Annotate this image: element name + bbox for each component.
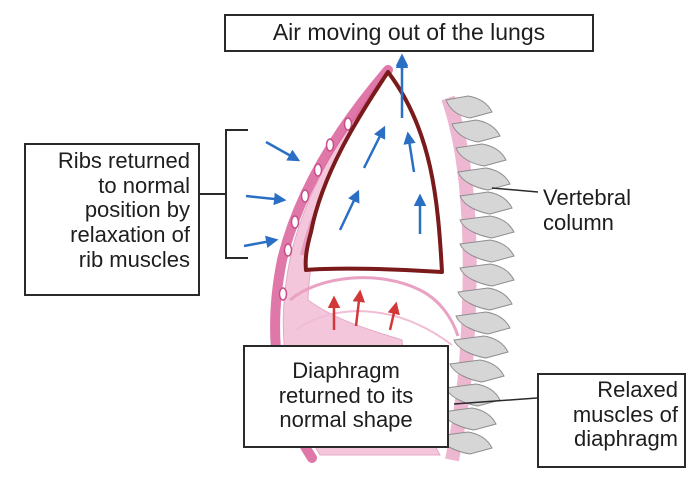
relaxed-label-line-1: Relaxed xyxy=(597,377,678,402)
rib-inward-arrows xyxy=(243,140,301,248)
diaphragm-label-line-3: normal shape xyxy=(279,407,413,433)
ribs-bracket xyxy=(200,129,248,259)
air-flow-arrows xyxy=(338,55,427,234)
diaphragm-label: Diaphragm returned to its normal shape xyxy=(243,345,449,448)
lung-outline xyxy=(303,70,444,274)
diaphragm-arrows xyxy=(327,289,400,331)
relaxed-label-line-3: diaphragm xyxy=(574,426,678,452)
diaphragm xyxy=(289,276,460,337)
ribs-label-line-2: to normal xyxy=(98,172,190,198)
diaphragm-label-line-2: returned to its xyxy=(278,382,414,408)
diaphragm-lower xyxy=(295,310,453,346)
ribs-label: Ribs returned to normal position by rela… xyxy=(24,143,200,296)
title-label: Air moving out of the lungs xyxy=(224,14,594,52)
ribs-label-line-1: Ribs returned xyxy=(57,148,190,173)
ribs-label-line-3: position by xyxy=(84,197,190,223)
relaxed-label-line-2: muscles of xyxy=(572,401,678,427)
relaxed-muscles-label: Relaxed muscles of diaphragm xyxy=(537,373,686,468)
ribs-label-line-5: rib muscles xyxy=(78,246,190,272)
vertebral-column xyxy=(437,95,515,462)
vertebral-label-line-2: column xyxy=(543,209,614,235)
vertebral-column-label: Vertebral column xyxy=(543,185,632,235)
rib-cross-sections xyxy=(278,117,353,301)
diaphragm-label-line-1: Diaphragm xyxy=(292,358,400,383)
ribs-label-line-4: relaxation of xyxy=(70,221,190,247)
vertebral-label-line-1: Vertebral xyxy=(543,185,632,210)
title-text: Air moving out of the lungs xyxy=(272,19,546,45)
leader-lines xyxy=(453,187,539,405)
